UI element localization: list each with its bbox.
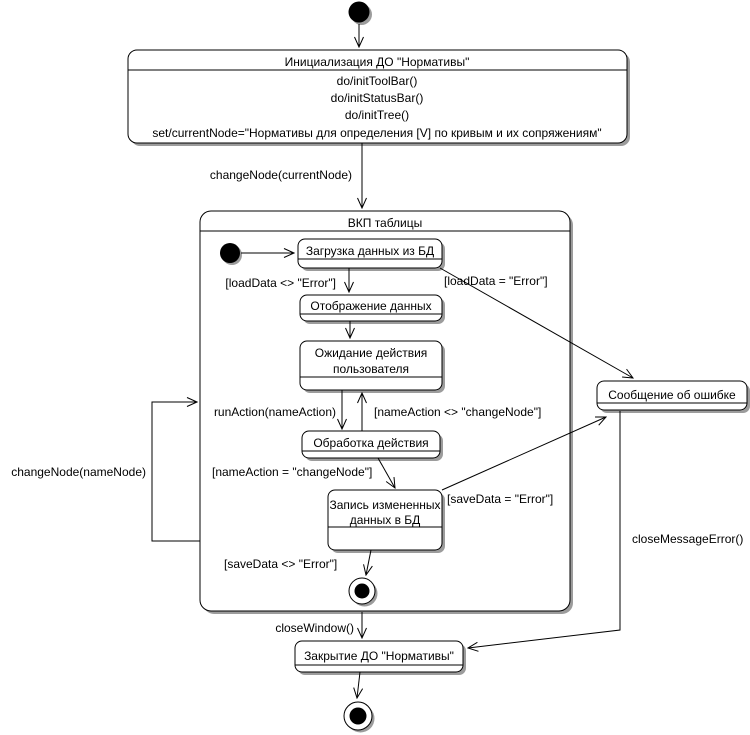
transition-label-changeNode-currentNode: changeNode(currentNode) <box>210 168 352 182</box>
state-process: Обработка действия <box>301 430 443 461</box>
transition-label-loadData-ok: [loadData <> "Error"] <box>225 276 336 290</box>
state-wait: Ожидание действия пользователя <box>299 340 445 393</box>
state-init-action: set/currentNode="Нормативы для определен… <box>152 126 601 140</box>
transition-label-changeNode-nameNode: changeNode(nameNode) <box>11 465 146 479</box>
transition-save-to-final <box>366 549 371 575</box>
state-init-action: do/initToolBar() <box>337 74 418 88</box>
initial-node-dot <box>348 1 370 23</box>
state-init-action: do/initStatusBar() <box>331 91 424 105</box>
transition-load-to-error <box>439 267 633 378</box>
transition-label-closeWindow: closeWindow() <box>275 621 354 635</box>
transition-vkp-self-loop <box>151 402 200 542</box>
state-load-title: Загрузка данных из БД <box>306 244 434 258</box>
final-dot <box>349 707 367 725</box>
transition-label-closeMessageError: closeMessageError() <box>632 532 743 546</box>
transition-label-saveData-error: [saveData = "Error"] <box>447 492 553 506</box>
inner-initial-state-node <box>220 243 242 265</box>
initial-state-node <box>348 1 372 25</box>
transition-label-nameAction-eq: [nameAction = "changeNode"] <box>212 465 372 479</box>
state-close: Закрытие ДО "Нормативы" <box>294 640 466 675</box>
state-process-title: Обработка действия <box>313 436 428 450</box>
state-error: Сообщение об ошибке <box>596 380 750 413</box>
state-vkp-title: ВКП таблицы <box>348 216 423 230</box>
transition-error-to-close <box>468 411 621 648</box>
state-error-title: Сообщение об ошибке <box>608 388 736 402</box>
transition-process-to-save <box>377 457 395 488</box>
state-vkp-box <box>199 210 571 612</box>
transition-label-runAction: runAction(nameAction) <box>214 405 336 419</box>
inner-initial-dot <box>220 243 240 263</box>
transition-label-loadData-error: [loadData = "Error"] <box>444 274 548 288</box>
state-wait-title-line2: пользователя <box>333 362 409 376</box>
state-init: Инициализация ДО "Нормативы" do/initTool… <box>127 49 630 146</box>
state-display-title: Отображение данных <box>310 299 431 313</box>
state-init-box <box>127 49 628 144</box>
transition-close-to-final <box>357 671 360 698</box>
state-save-title-line1: Запись измененных <box>329 498 440 512</box>
state-close-title: Закрытие ДО "Нормативы" <box>304 649 454 663</box>
transition-label-nameAction-neq: [nameAction <> "changeNode"] <box>374 405 541 419</box>
state-wait-title-line1: Ожидание действия <box>315 346 428 360</box>
state-vkp-composite: ВКП таблицы <box>199 210 573 614</box>
state-wait-box <box>299 340 443 391</box>
final-state-node <box>343 701 375 733</box>
transition-save-to-error <box>441 417 606 491</box>
inner-final-dot <box>354 583 370 599</box>
state-save: Запись измененных данных в БД <box>327 489 445 553</box>
state-load: Загрузка данных из БД <box>297 238 445 271</box>
state-save-title-line2: данных в БД <box>350 513 421 527</box>
state-close-box <box>294 640 464 673</box>
state-init-title: Инициализация ДО "Нормативы" <box>285 55 470 69</box>
state-save-box <box>327 489 443 551</box>
transition-label-saveData-ok: [saveData <> "Error"] <box>224 557 337 571</box>
state-load-box <box>297 238 443 269</box>
state-init-action: do/initTree() <box>345 108 409 122</box>
inner-final-state-node <box>348 577 378 607</box>
state-display: Отображение данных <box>299 294 445 324</box>
